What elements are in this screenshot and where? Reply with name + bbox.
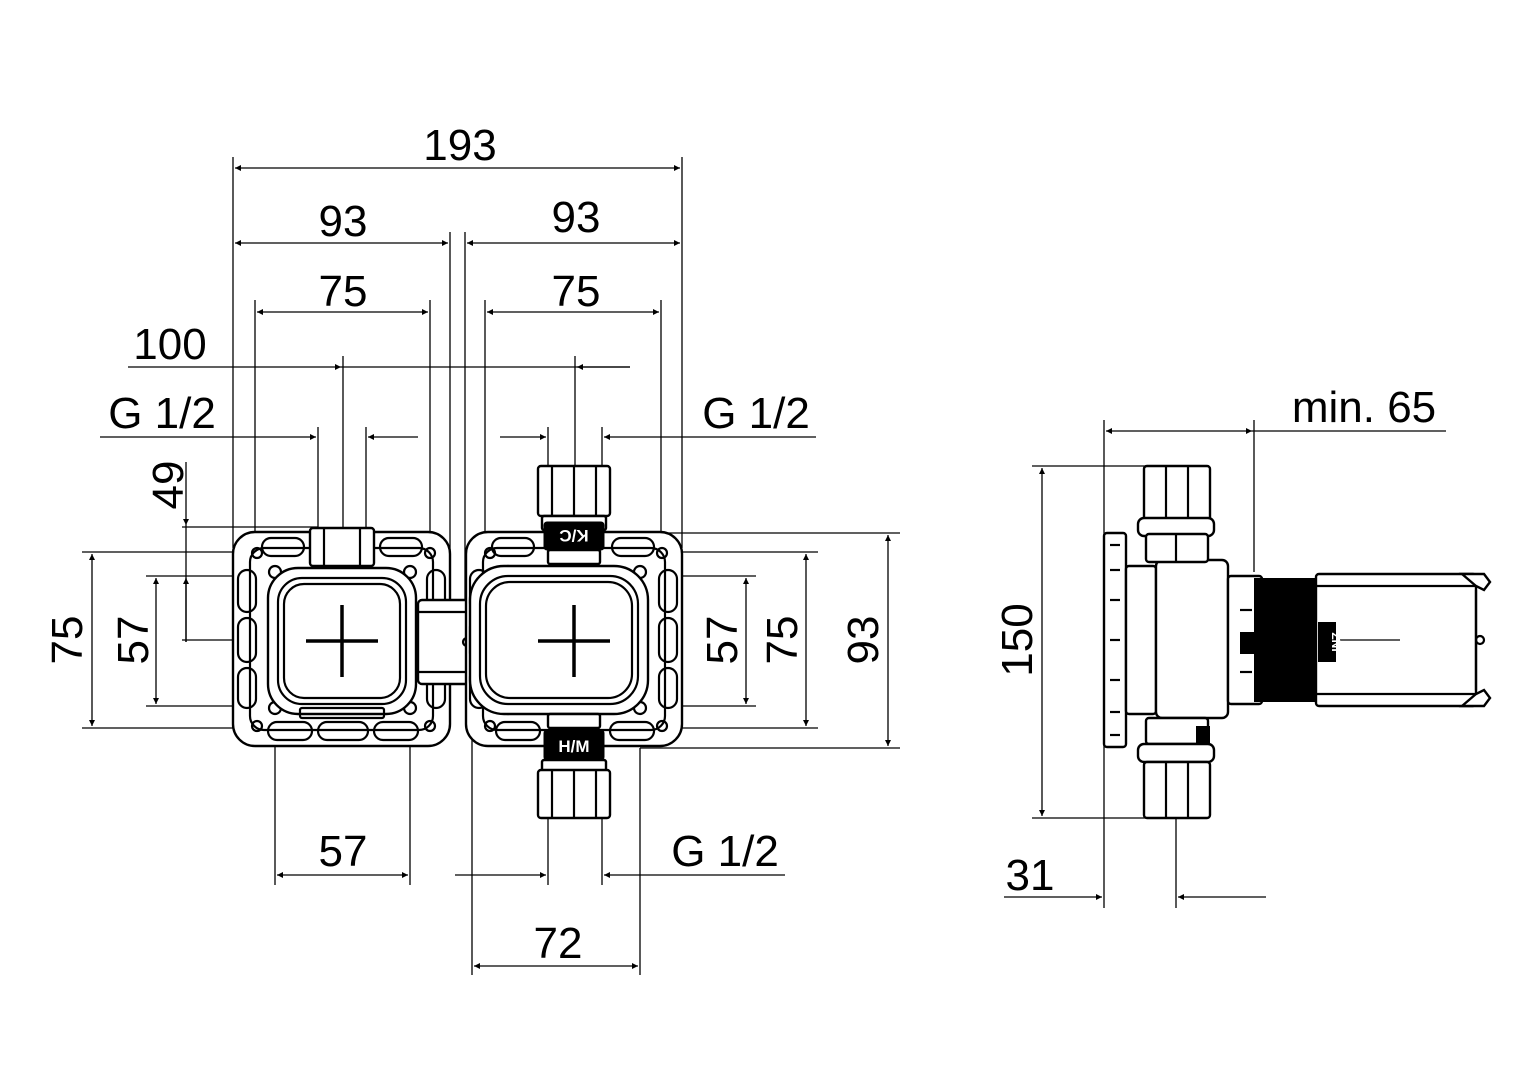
dim-left-inner: 75 <box>319 267 368 316</box>
dim-offset-31: 31 <box>1006 851 1055 900</box>
dim-right-outer-height: 75 <box>758 616 807 665</box>
hot-inlet-fitting: H/M <box>536 712 612 820</box>
dim-min-depth: min. 65 <box>1292 383 1436 432</box>
dim-right-inner: 75 <box>552 267 601 316</box>
dim-left-thread: G 1/2 <box>108 389 216 438</box>
left-mounting-frame <box>231 526 452 748</box>
cold-label: K/C <box>559 526 588 545</box>
dim-left-inner-height: 57 <box>109 616 158 665</box>
side-bottom-fitting <box>1136 716 1216 820</box>
dim-right-thread: G 1/2 <box>702 389 810 438</box>
hot-label: H/M <box>558 737 589 756</box>
side-view: min. 65 150 31 <box>993 383 1492 908</box>
dim-offset-49: 49 <box>144 461 193 510</box>
center-connector <box>416 598 473 686</box>
dim-overall-height: 93 <box>839 616 888 665</box>
dim-right-inner-height: 57 <box>698 616 747 665</box>
extension-lines <box>82 157 900 975</box>
dim-bottom-thread: G 1/2 <box>671 827 779 876</box>
dim-bottom-left-57: 57 <box>319 827 368 876</box>
dim-right-half: 93 <box>552 193 601 242</box>
cold-inlet-fitting: K/C <box>536 464 612 566</box>
side-stamp-label: ZNI <box>1329 632 1343 651</box>
dim-bottom-72: 72 <box>534 919 583 968</box>
side-dimension-lines <box>1004 428 1446 900</box>
side-dimension-texts: min. 65 150 31 <box>993 383 1436 900</box>
dim-center-distance: 100 <box>133 320 206 369</box>
right-mounting-frame <box>464 530 684 748</box>
dim-left-outer-height: 75 <box>43 616 92 665</box>
side-top-fitting <box>1136 464 1216 564</box>
dimension-texts: 193 93 93 75 75 100 G 1/2 G 1/2 49 75 57… <box>43 121 888 968</box>
side-mounting-plate <box>1102 531 1128 749</box>
dim-side-height: 150 <box>993 603 1042 676</box>
side-valve-body: ZNI <box>1124 558 1492 720</box>
front-view: 193 93 93 75 75 100 G 1/2 G 1/2 49 75 57… <box>43 121 900 975</box>
dimension-lines <box>89 165 891 969</box>
dim-overall-width: 193 <box>423 121 496 170</box>
dim-left-half: 93 <box>319 197 368 246</box>
